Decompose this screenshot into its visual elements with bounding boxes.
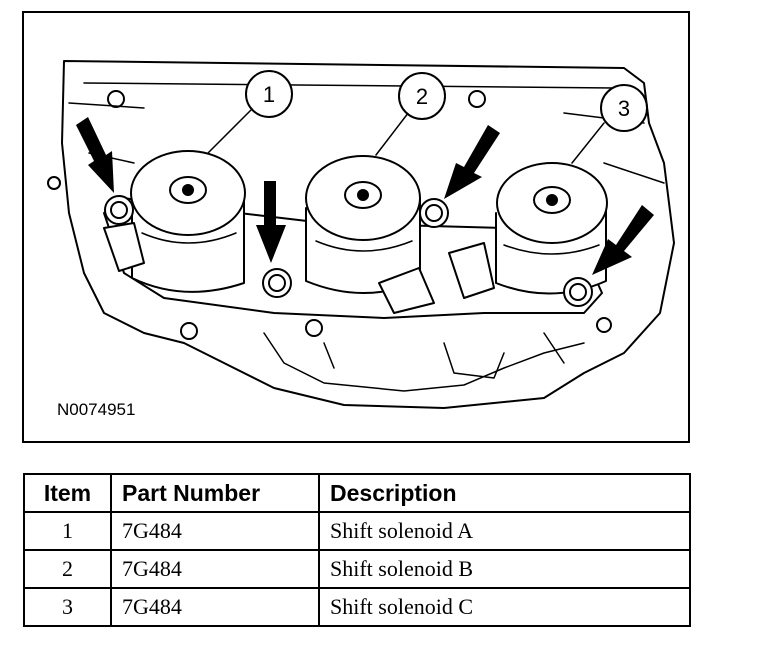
housing-hole-2 [468,90,486,108]
leader-3 [571,122,605,164]
cell-description: Shift solenoid B [318,549,691,589]
callout-1-circle [245,70,293,118]
cell-part-number: 7G484 [110,587,320,627]
housing-outline [61,60,675,409]
callout-1-label: 1 [263,82,275,107]
header-part-number: Part Number [110,473,320,513]
connector-middle [378,267,435,314]
leader-2 [375,107,413,156]
table-row: 3 7G484 Shift solenoid C [23,587,691,627]
cell-item: 2 [23,549,112,589]
cell-item: 3 [23,587,112,627]
cell-part-number: 7G484 [110,511,320,551]
callout-2-label: 2 [416,84,428,109]
parts-table: Item Part Number Description 1 7G484 Shi… [23,473,691,627]
connector-left [103,222,145,272]
header-description: Description [318,473,691,513]
callout-3-circle [600,84,648,132]
solenoid-diagram-figure: 1 2 3 N0074951 [22,11,690,443]
housing-hole-4 [47,176,61,190]
connector-right [448,242,495,299]
parts-table-header-row: Item Part Number Description [23,473,691,513]
housing-hole-7 [596,317,612,333]
valve-body-lower [263,332,585,392]
cell-item: 1 [23,511,112,551]
shift-solenoid-b [305,155,421,294]
bolt-1 [104,195,134,225]
cell-description: Shift solenoid C [318,587,691,627]
housing-hole-6 [305,319,323,337]
arrow-bolt-4 [592,205,654,275]
shift-solenoid-c [495,162,608,295]
header-item: Item [23,473,112,513]
bolt-4 [563,277,593,307]
bolt-3 [419,198,449,228]
housing-hole-5 [180,322,198,340]
callout-3-label: 3 [618,96,630,121]
valve-body-detail [323,332,565,379]
arrow-bolt-3 [444,125,500,199]
table-row: 2 7G484 Shift solenoid B [23,549,691,589]
solenoid-illustration: 1 2 3 [47,60,675,409]
arrow-bolt-2 [256,181,286,263]
leader-1 [207,104,257,154]
arrow-bolt-1 [76,117,114,193]
cell-part-number: 7G484 [110,549,320,589]
callout-2-circle [398,72,446,120]
housing-hole-1 [107,90,125,108]
table-row: 1 7G484 Shift solenoid A [23,511,691,551]
shift-solenoid-a [130,150,246,293]
bolt-2 [262,268,292,298]
cell-description: Shift solenoid A [318,511,691,551]
figure-id-label: N0074951 [57,400,136,419]
